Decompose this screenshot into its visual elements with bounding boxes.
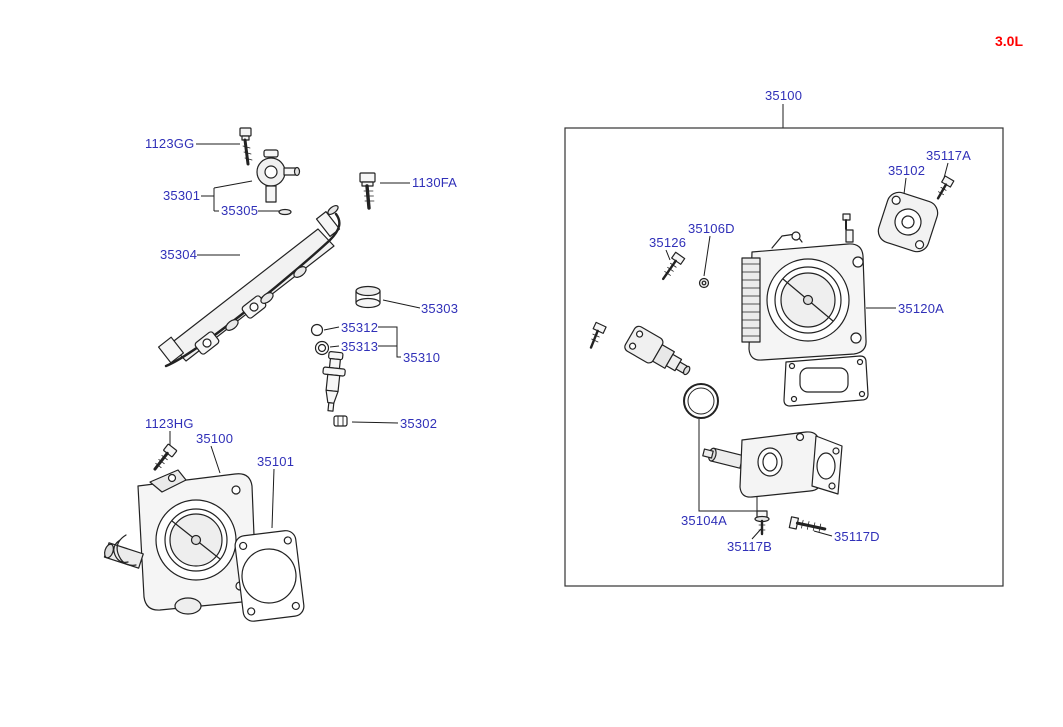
engine-variant-badge: 3.0L xyxy=(995,33,1024,49)
part-label-35102[interactable]: 35102 xyxy=(888,163,926,178)
part-label-35301[interactable]: 35301 xyxy=(163,188,201,203)
right-assembly-art xyxy=(589,175,955,536)
bolt-1123gg-drawing xyxy=(239,127,253,166)
bolt-1130fa-drawing xyxy=(359,172,376,210)
idle-air-valve-drawing xyxy=(624,325,691,376)
part-label-35117b[interactable]: 35117B xyxy=(727,539,773,554)
part-label-35100-left[interactable]: 35100 xyxy=(196,431,234,446)
fuel-injector-drawing xyxy=(322,351,346,412)
bolt-small-left-drawing xyxy=(589,321,607,349)
part-label-35312[interactable]: 35312 xyxy=(341,320,379,335)
part-label-35117a[interactable]: 35117A xyxy=(926,148,972,163)
part-label-1123gg[interactable]: 1123GG xyxy=(145,136,195,151)
o-ring-35312-drawing xyxy=(310,323,324,337)
bolt-35117d-drawing xyxy=(788,516,827,533)
part-label-35101[interactable]: 35101 xyxy=(257,454,295,469)
gasket-35101-drawing xyxy=(234,530,305,622)
leader-lines xyxy=(169,104,949,540)
part-label-35302[interactable]: 35302 xyxy=(400,416,438,431)
lower-housing-drawing xyxy=(702,431,843,498)
assembly-box-border xyxy=(564,127,1004,587)
screw-35126-drawing xyxy=(661,251,686,281)
part-label-35100-group[interactable]: 35100 xyxy=(765,88,803,103)
part-label-35313[interactable]: 35313 xyxy=(341,339,379,354)
grommet-35303-drawing xyxy=(355,285,381,309)
throttle-body-left-drawing xyxy=(103,469,257,615)
washer-35305-drawing xyxy=(278,208,292,216)
part-label-1130fa[interactable]: 1130FA xyxy=(412,175,458,190)
part-label-35120a[interactable]: 35120A xyxy=(898,301,945,316)
part-label-35106d[interactable]: 35106D xyxy=(688,221,735,236)
o-ring-large-drawing xyxy=(683,383,719,419)
injector-clip-drawing xyxy=(333,415,348,427)
seal-35313-drawing xyxy=(314,340,330,356)
bolt-1123hg-drawing xyxy=(153,443,178,471)
pressure-regulator-drawing xyxy=(256,149,301,203)
part-label-1123hg[interactable]: 1123HG xyxy=(145,416,194,431)
part-label-35126[interactable]: 35126 xyxy=(649,235,687,250)
bolt-35117b-drawing xyxy=(754,510,770,536)
throttle-body-assembly-drawing xyxy=(741,229,867,361)
small-screw-drawing xyxy=(842,213,851,230)
part-label-35104a[interactable]: 35104A xyxy=(681,513,728,528)
part-label-35305[interactable]: 35305 xyxy=(221,203,259,218)
pin-35106d-drawing xyxy=(698,277,710,289)
part-label-35117d[interactable]: 35117D xyxy=(834,529,880,544)
part-label-35304[interactable]: 35304 xyxy=(160,247,198,262)
left-assembly-art xyxy=(103,127,381,622)
tps-sensor-drawing xyxy=(877,191,939,253)
tb-gasket-drawing xyxy=(783,355,869,407)
part-label-35310[interactable]: 35310 xyxy=(403,350,441,365)
part-label-35303[interactable]: 35303 xyxy=(421,301,459,316)
bolt-35117a-drawing xyxy=(936,175,955,200)
fuel-rail-drawing xyxy=(157,205,341,368)
